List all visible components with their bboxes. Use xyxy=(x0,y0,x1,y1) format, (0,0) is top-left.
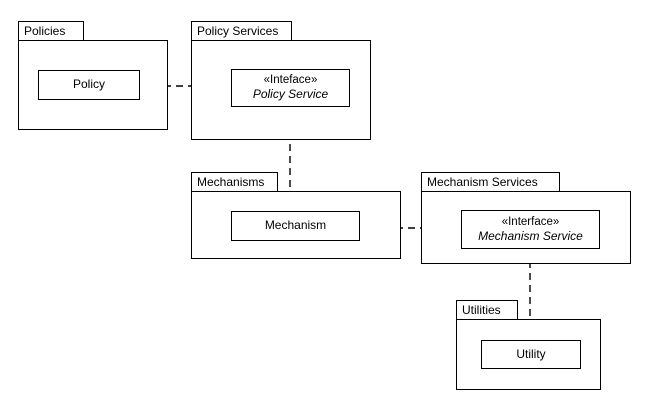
interface-box-policy-service[interactable]: «Inteface» Policy Service xyxy=(231,69,350,107)
package-body-mechanisms[interactable] xyxy=(191,191,401,259)
package-tab-mechanisms[interactable]: Mechanisms xyxy=(191,172,278,192)
stereotype-policy-service: «Inteface» xyxy=(263,74,318,87)
package-tab-mechanism-services[interactable]: Mechanism Services xyxy=(421,172,560,192)
class-box-mechanism[interactable]: Mechanism xyxy=(231,211,360,241)
class-box-policy[interactable]: Policy xyxy=(38,70,140,100)
package-tab-policies[interactable]: Policies xyxy=(18,21,84,41)
class-name-mechanism: Mechanism xyxy=(264,218,327,233)
interface-name-policy-service: Policy Service xyxy=(252,87,329,102)
interface-box-mechanism-service[interactable]: «Interface» Mechanism Service xyxy=(461,210,600,249)
package-tab-policy-services[interactable]: Policy Services xyxy=(191,21,292,41)
package-label-mechanism-services: Mechanism Services xyxy=(427,175,538,189)
package-label-policies: Policies xyxy=(24,24,66,38)
package-tab-utilities[interactable]: Utilities xyxy=(456,300,518,320)
package-label-mechanisms: Mechanisms xyxy=(197,175,265,189)
interface-name-mechanism-service: Mechanism Service xyxy=(478,228,583,243)
stereotype-mechanism-service: «Interface» xyxy=(501,215,560,228)
package-label-policy-services: Policy Services xyxy=(197,24,279,38)
class-box-utility[interactable]: Utility xyxy=(481,340,581,369)
package-label-utilities: Utilities xyxy=(462,303,501,317)
package-body-policies[interactable] xyxy=(18,40,168,130)
class-name-policy: Policy xyxy=(72,77,105,92)
class-name-utility: Utility xyxy=(516,346,546,361)
